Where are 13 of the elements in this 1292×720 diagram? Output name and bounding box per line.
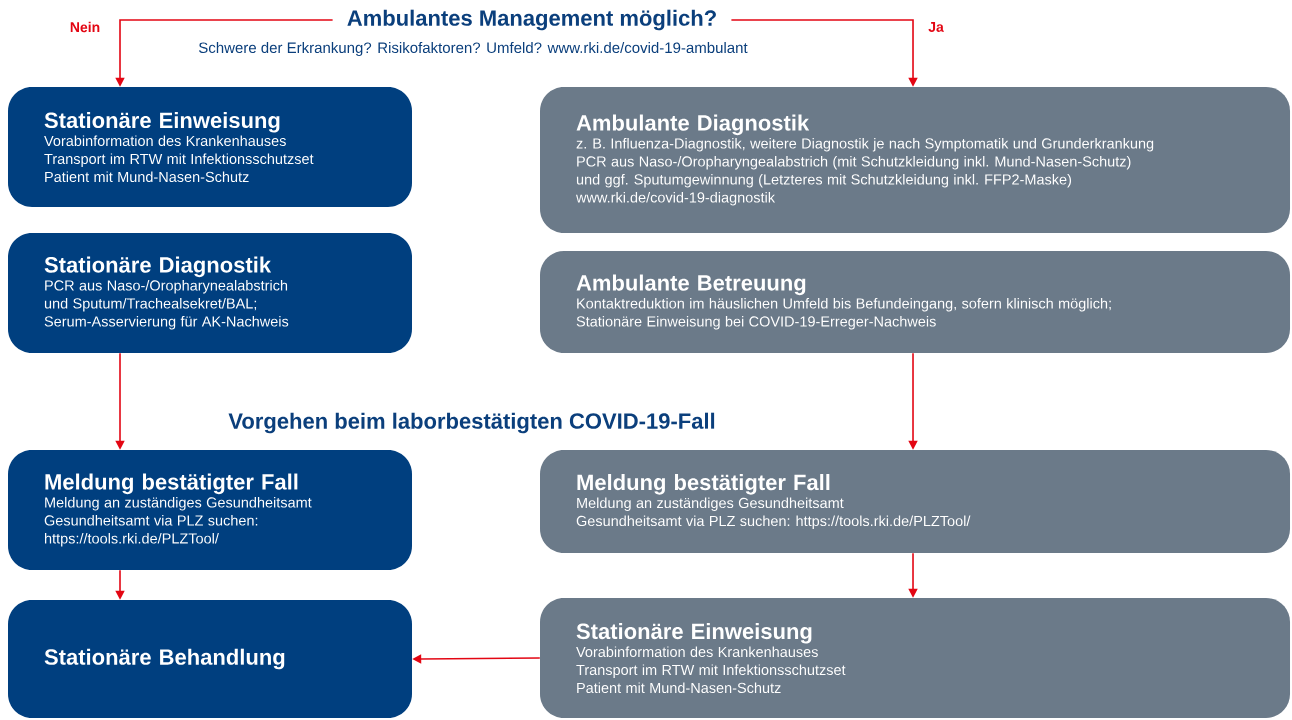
section-heading: Vorgehen beim laborbestätigten COVID-19-Fall bbox=[228, 412, 715, 434]
process-box: Meldung bestätigter Fall Meldung an zuständiges Gesundheitsamt Gesundheitsamt via PLZ suchen: https://tools.rki.de/PLZTool/ bbox=[540, 450, 1290, 553]
process-box: Meldung bestätigter Fall Meldung an zuständiges Gesundheitsamt Gesundheitsamt via PLZ suchen: https://tools.rki.de/PLZTool/ bbox=[8, 450, 412, 570]
subtitle-text: Schwere der Erkrankung? Risikofaktoren? Umfeld? www.rki.de/covid-19-ambulant bbox=[198, 42, 748, 56]
process-box: Stationäre Einweisung Vorabinformation des Krankenhauses Transport im RTW mit Infektionsschutzset Patient mit Mund-Nasen-Schutz bbox=[8, 87, 412, 207]
process-box: Stationäre Diagnostik PCR aus Naso-/Oropharynealabstrich und Sputum/Trachealsekret/BAL; Serum-Asservierung für AK-Nachweis bbox=[8, 233, 412, 353]
process-box: Ambulante Betreuung Kontaktreduktion im häuslichen Umfeld bis Befundeingang, sofern klinisch möglich; Stationäre Einweisung bei COVID-19-Erreger-Nachweis bbox=[540, 251, 1290, 353]
edge-label: Ja bbox=[927, 21, 945, 33]
process-box: Stationäre Behandlung bbox=[8, 600, 412, 718]
process-box: Stationäre Einweisung Vorabinformation des Krankenhauses Transport im RTW mit Infektionsschutzset Patient mit Mund-Nasen-Schutz bbox=[540, 598, 1290, 718]
process-box: Ambulante Diagnostik z. B. Influenza-Diagnostik, weitere Diagnostik je nach Symptomatik und Grunderkrankung PCR aus Naso-/Oropharyngealabstrich (mit Schutzkleidung inkl. Mund-Nasen-Schutz) und ggf. Sputumgewinnung (Letzteres mit Schutzkleidung inkl. FFP2-Maske) www.rki.de/covid-19-diagnostik bbox=[540, 87, 1290, 233]
edge-label: Nein bbox=[68, 20, 102, 34]
question-text: Ambulantes Management möglich? bbox=[347, 9, 716, 31]
